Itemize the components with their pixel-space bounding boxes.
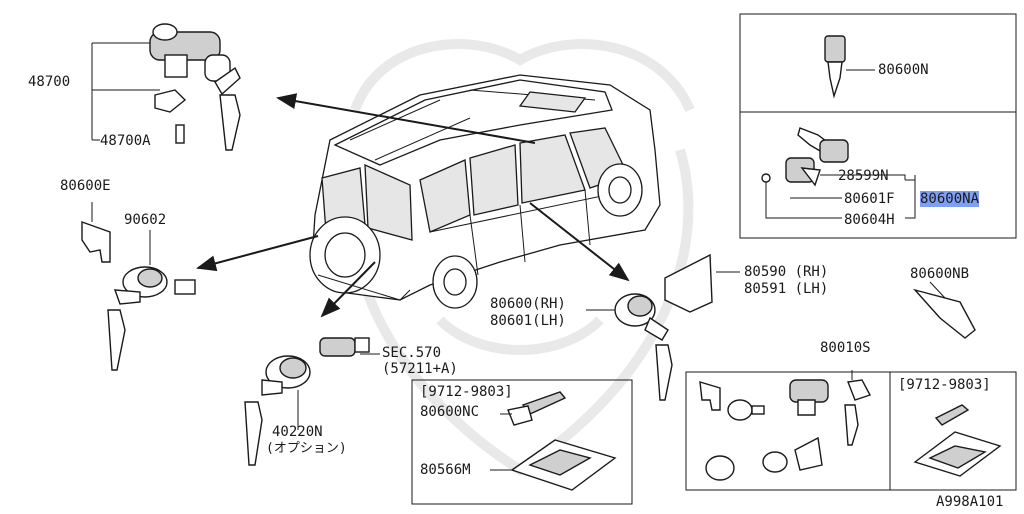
part-label-48700a[interactable]: 48700A: [100, 133, 151, 149]
blank-key-80600nb: [912, 281, 976, 339]
part-label-80601lh[interactable]: 80601(LH): [490, 313, 566, 329]
vehicle-illustration: [309, 74, 661, 309]
tailgate-lock-parts: [244, 337, 380, 466]
figure-code: A998A101: [936, 494, 1004, 510]
key-box: [739, 13, 1017, 239]
date-range-label: [9712-9803]: [420, 384, 513, 400]
part-label-80600n[interactable]: 80600N: [878, 62, 929, 78]
section-ref-570[interactable]: SEC.570: [382, 345, 442, 361]
key-plate-box: [411, 379, 633, 505]
part-label-40220n-option: (オプション): [266, 441, 347, 456]
door-lock-parts: [586, 253, 740, 401]
part-label-80604h[interactable]: 80604H: [844, 212, 895, 228]
part-label-90602[interactable]: 90602: [124, 212, 167, 228]
steering-lock-parts: [91, 23, 241, 151]
part-label-80600na-highlighted[interactable]: 80600NA: [920, 191, 980, 207]
part-label-80601f[interactable]: 80601F: [844, 191, 895, 207]
lock-kit-box: [685, 370, 1017, 491]
part-label-80566m[interactable]: 80566M: [420, 462, 471, 478]
part-label-80010s[interactable]: 80010S: [820, 340, 871, 356]
part-label-28599n[interactable]: 28599N: [838, 168, 889, 184]
part-label-80591lh[interactable]: 80591 (LH): [744, 281, 829, 297]
part-label-80590rh[interactable]: 80590 (RH): [744, 264, 829, 280]
part-label-80600rh[interactable]: 80600(RH): [490, 296, 566, 312]
part-label-48700[interactable]: 48700: [28, 74, 71, 90]
date-range-label-kit: [9712-9803]: [898, 377, 991, 393]
part-label-80600nc[interactable]: 80600NC: [420, 404, 480, 420]
part-label-80600nb[interactable]: 80600NB: [910, 266, 970, 282]
leader-arrows: [196, 93, 630, 318]
part-label-40220n[interactable]: 40220N: [272, 424, 323, 440]
part-label-80600e[interactable]: 80600E: [60, 178, 111, 194]
back-door-lock-parts: [81, 202, 196, 371]
section-ref-570-sub: (57211+A): [382, 361, 458, 377]
